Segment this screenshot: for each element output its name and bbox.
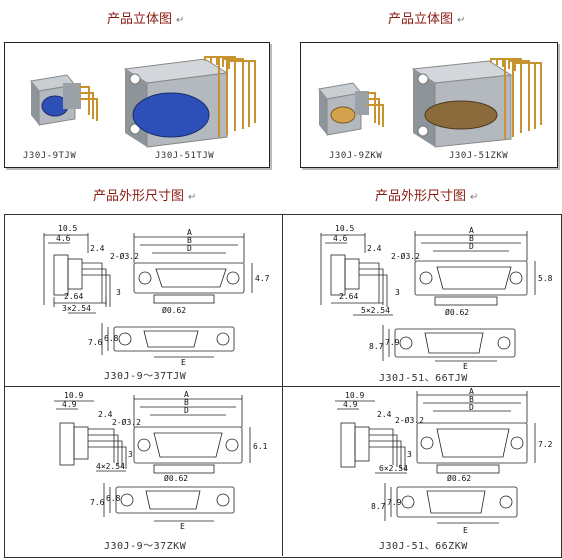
connector-photo-left — [30, 56, 256, 148]
dim-label: 5.8 — [538, 274, 553, 283]
dim-letter: B — [184, 398, 189, 407]
dims-title-right-text: 产品外形尺寸图 — [375, 189, 467, 204]
dim-label: 3 — [407, 450, 412, 459]
dim-label: 4.6 — [56, 234, 71, 243]
dim-label: 10.5 — [335, 224, 354, 233]
dim-label: Ø0.62 — [164, 473, 188, 483]
dim-label: 6.1 — [253, 442, 268, 451]
dim-letter: A — [469, 226, 474, 235]
dim-label: 8.7 — [371, 502, 386, 511]
dim-letter: E — [463, 526, 468, 535]
photo-caption: J30J-51TJW — [155, 151, 215, 161]
dim-label: 3 — [395, 288, 400, 297]
dimension-drawing: 10.5 4.6 2.4 2-Ø3.2 4.7 3 2.64 3×2.54 Ø0… — [43, 224, 270, 367]
dim-label: Ø0.62 — [162, 305, 186, 315]
dim-label: 2.4 — [367, 244, 382, 253]
dim-letter: A — [469, 387, 474, 396]
dim-label: 7.6 — [90, 498, 105, 507]
dim-letter: D — [187, 244, 192, 253]
dimension-drawing: 10.9 4.9 2.4 2-Ø3.2 7.2 3 6×2.54 Ø0.62 8… — [335, 387, 553, 535]
return-mark-icon: ↵ — [470, 192, 479, 203]
drawing-caption: J30J-51、66ZKW — [379, 541, 468, 552]
drawing-caption: J30J-9～37TJW — [104, 371, 187, 382]
dim-label: 4.9 — [343, 400, 358, 409]
photo-panel-right: J30J-9ZKW J30J-51ZKW — [300, 42, 558, 168]
dim-label: 6.8 — [104, 334, 119, 343]
drawing-cell-4: 10.9 4.9 2.4 2-Ø3.2 7.2 3 6×2.54 Ø0.62 8… — [283, 387, 561, 556]
drawing-caption: J30J-9～37ZKW — [104, 541, 187, 552]
dimension-drawing: 10.9 4.9 2.4 2-Ø3.2 6.1 3 4×2.54 Ø0.62 7… — [54, 390, 268, 531]
photo-title-right: 产品立体图↵ — [388, 8, 465, 27]
dim-label: 7.9 — [385, 338, 400, 347]
dim-label: 2-Ø3.2 — [110, 251, 139, 261]
dim-label: Ø0.62 — [445, 307, 469, 317]
dim-label: 2-Ø3.2 — [395, 415, 424, 425]
photo-title-left: 产品立体图↵ — [107, 8, 184, 27]
dim-label: 2.64 — [64, 292, 83, 301]
dims-title-left: 产品外形尺寸图↵ — [93, 185, 196, 204]
dim-label: 4.6 — [333, 234, 348, 243]
dim-label: 4.7 — [255, 274, 270, 283]
photo-caption: J30J-9ZKW — [329, 151, 383, 161]
dim-label: 10.9 — [64, 391, 83, 400]
connector-51tjw-image — [123, 56, 256, 148]
dim-letter: D — [469, 403, 474, 412]
photo-title-left-text: 产品立体图 — [107, 12, 173, 27]
photo-caption: J30J-51ZKW — [449, 151, 509, 161]
dim-label: 6×2.54 — [379, 464, 408, 473]
dim-label: 7.2 — [538, 440, 553, 449]
dim-label: 2-Ø3.2 — [391, 251, 420, 261]
dim-label: 2-Ø3.2 — [112, 417, 141, 427]
dim-letter: B — [469, 395, 474, 404]
dim-letter: E — [181, 358, 186, 367]
dim-label: 3×2.54 — [62, 304, 91, 313]
dim-letter: B — [469, 234, 474, 243]
dim-label: 10.9 — [345, 391, 364, 400]
dim-label: 5×2.54 — [361, 306, 390, 315]
dim-label: 8.7 — [369, 342, 384, 351]
dim-label: 3 — [128, 450, 133, 459]
dim-letter: E — [180, 522, 185, 531]
photo-caption: J30J-9TJW — [23, 151, 77, 161]
connector-9zkw-image — [318, 82, 384, 136]
return-mark-icon: ↵ — [457, 15, 466, 26]
dims-title-right: 产品外形尺寸图↵ — [375, 185, 478, 204]
drawing-caption: J30J-51、66TJW — [379, 373, 468, 384]
dim-label: 6.8 — [106, 494, 121, 503]
dim-letter: E — [463, 362, 468, 371]
dim-label: 2.4 — [90, 244, 105, 253]
dim-label: 10.5 — [58, 224, 77, 233]
dim-letter: D — [184, 406, 189, 415]
dimension-drawing: 10.5 4.6 2.4 2-Ø3.2 5.8 3 2.64 5×2.54 Ø0… — [320, 224, 553, 371]
connector-9tjw-image — [30, 74, 98, 126]
dims-title-left-text: 产品外形尺寸图 — [93, 189, 185, 204]
dim-label: 7.6 — [88, 338, 103, 347]
connector-photo-right — [318, 58, 542, 148]
connector-51zkw-image — [411, 58, 542, 148]
dim-label: 2.64 — [339, 292, 358, 301]
drawing-cell-3: 10.9 4.9 2.4 2-Ø3.2 6.1 3 4×2.54 Ø0.62 7… — [4, 387, 282, 556]
dim-label: Ø0.62 — [447, 473, 471, 483]
grid-divider-vertical — [282, 214, 283, 556]
dim-label: 7.9 — [387, 498, 402, 507]
dim-letter: A — [184, 390, 189, 399]
dim-label: 4.9 — [62, 400, 77, 409]
photo-panel-left: J30J-9TJW J30J-51TJW — [4, 42, 270, 168]
dim-label: 3 — [116, 288, 121, 297]
return-mark-icon: ↵ — [188, 192, 197, 203]
dim-label: 2.4 — [377, 410, 392, 419]
return-mark-icon: ↵ — [176, 15, 185, 26]
dim-letter: B — [187, 236, 192, 245]
dim-label: 2.4 — [98, 410, 113, 419]
grid-divider-horizontal — [4, 386, 560, 387]
photo-title-right-text: 产品立体图 — [388, 12, 454, 27]
dim-letter: A — [187, 228, 192, 237]
dim-label: 4×2.54 — [96, 462, 125, 471]
dim-letter: D — [469, 242, 474, 251]
drawing-cell-2: 10.5 4.6 2.4 2-Ø3.2 5.8 3 2.64 5×2.54 Ø0… — [283, 215, 561, 386]
drawing-cell-1: 10.5 4.6 2.4 2-Ø3.2 4.7 3 2.64 3×2.54 Ø0… — [4, 215, 282, 386]
